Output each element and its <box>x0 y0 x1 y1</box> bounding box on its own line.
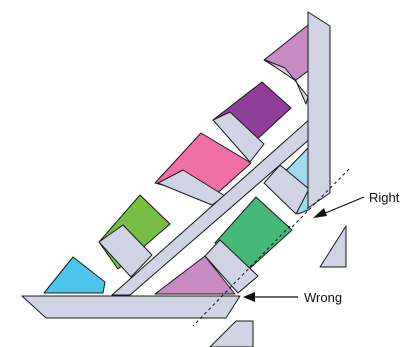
sashing-strip-1 <box>264 59 309 105</box>
arrow-left-icon <box>243 292 298 302</box>
arrow-wrong-callout-head <box>243 292 255 302</box>
arrow-right-callout-shaft <box>322 196 365 215</box>
trim-line-wrong <box>192 225 291 327</box>
sashing-strip-6 <box>204 239 259 294</box>
trim-piece-wrong <box>209 320 254 347</box>
block-cyan <box>43 256 106 294</box>
trim-line-right <box>290 168 350 229</box>
border-vertical <box>307 11 331 209</box>
trim-piece-right <box>319 225 347 268</box>
sashing-strip-2 <box>212 111 265 163</box>
arrow-right-callout-head <box>313 208 327 218</box>
sashing-strip-4 <box>98 224 153 278</box>
right-label: Right <box>369 190 400 205</box>
block-orchid-bottom <box>154 255 236 295</box>
wrong-label: Wrong <box>304 290 342 305</box>
border-horizontal <box>21 295 241 319</box>
arrow-left-icon <box>313 196 365 218</box>
